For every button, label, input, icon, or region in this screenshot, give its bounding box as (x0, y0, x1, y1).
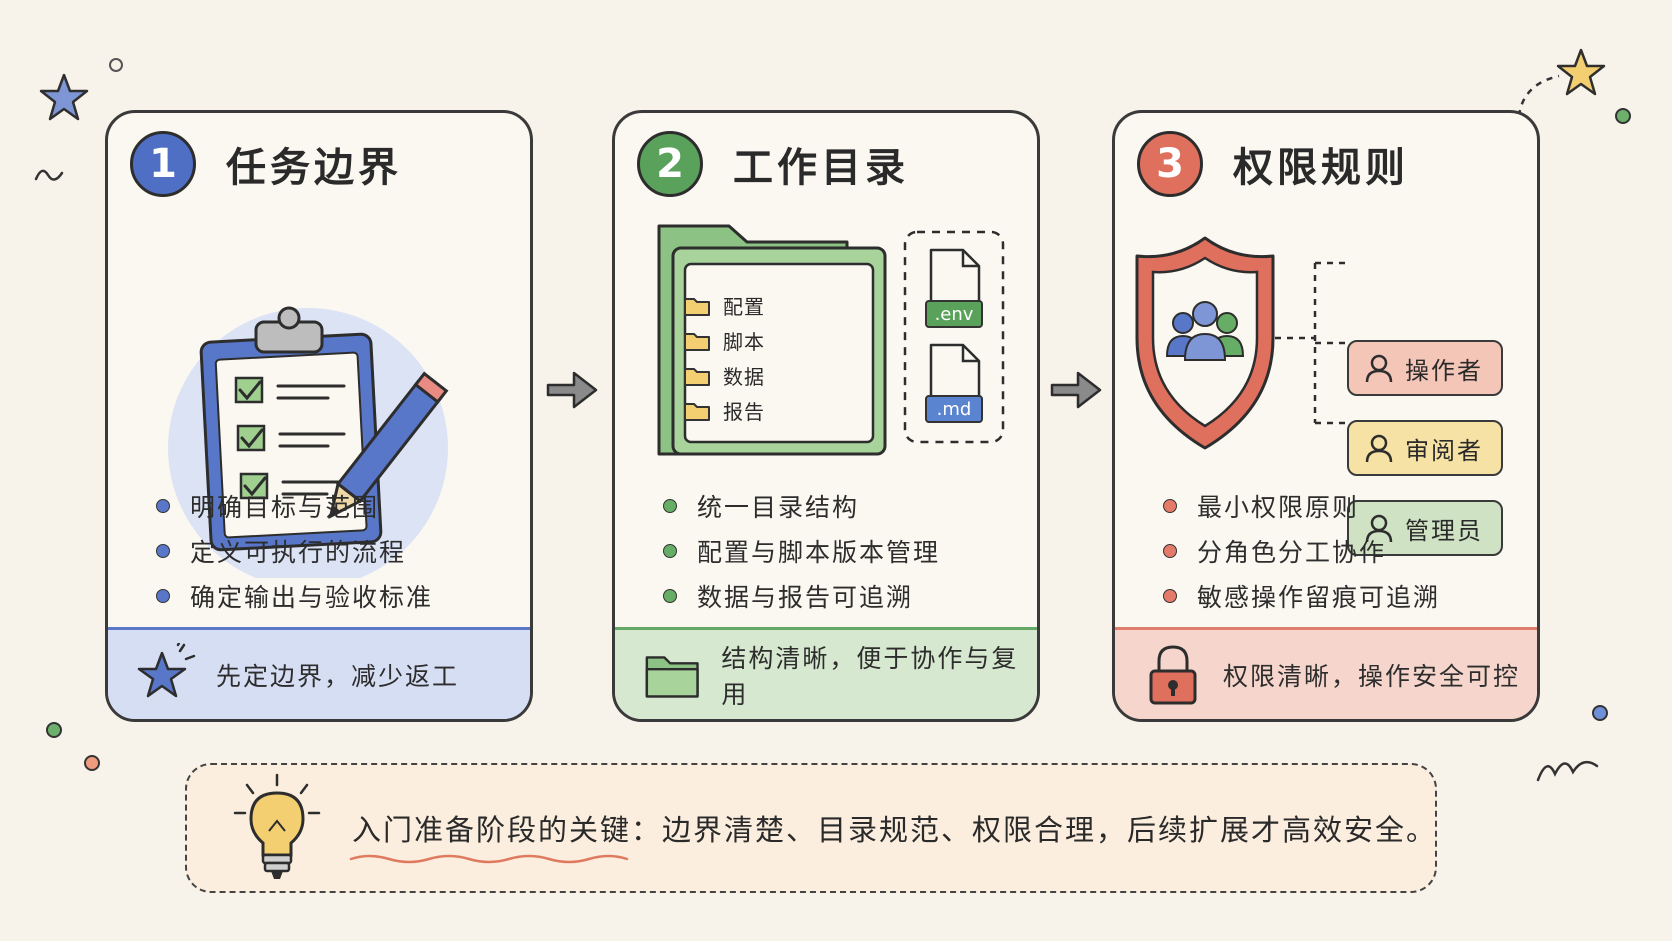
step-number-badge: 1 (130, 131, 196, 197)
bullet-dot (663, 588, 677, 603)
role-reviewer: 审阅者 (1347, 420, 1503, 476)
step-card-permission-rules: 3 权限规则 操作者 审阅者 (1112, 110, 1540, 722)
bullet-list: 统一目录结构 配置与脚本版本管理 数据与报告可追溯 (663, 483, 940, 618)
card-title: 任务边界 (226, 145, 402, 191)
bullet-text: 最小权限原则 (1197, 492, 1360, 522)
footer-text: 先定边界，减少返工 (216, 661, 460, 691)
role-label: 审阅者 (1405, 436, 1483, 465)
permission-illustration: 操作者 审阅者 管理员 (1115, 208, 1537, 578)
md-file-icon: .md (925, 343, 983, 423)
bullet-dot (1163, 543, 1177, 558)
folder-item: 脚本 (683, 323, 765, 358)
file-extension: .md (925, 395, 983, 423)
star-icon (39, 73, 89, 121)
bullet-dot (1163, 498, 1177, 513)
file-extension: .env (925, 300, 983, 328)
bullet-text: 数据与报告可追溯 (697, 582, 914, 612)
padlock-icon (1149, 644, 1197, 704)
step-number-badge: 2 (637, 131, 703, 197)
bullet-text: 定义可执行的流程 (190, 537, 407, 567)
list-item: 分角色分工协作 (1163, 528, 1440, 573)
wave-doodle (1536, 760, 1599, 782)
list-item: 统一目录结构 (663, 483, 940, 528)
folder-list: 配置 脚本 数据 报告 (683, 288, 765, 428)
key-takeaway-banner: 入门准备阶段的关键：边界清楚、目录规范、权限合理，后续扩展才高效安全。 (185, 763, 1437, 893)
card-header: 2 工作目录 (637, 131, 909, 197)
dashed-trail-doodle (1517, 74, 1560, 117)
role-admin: 管理员 (1347, 500, 1503, 556)
bullet-dot (156, 543, 170, 558)
step-card-task-boundary: 1 任务边界 明确目标与范围 定义可执行的流程 确定 (105, 110, 533, 722)
folder-item: 配置 (683, 288, 765, 323)
user-icon (1365, 354, 1393, 383)
squiggle-doodle (34, 169, 64, 181)
card-footer: 结构清晰，便于协作与复用 (615, 627, 1037, 719)
footer-text: 结构清晰，便于协作与复用 (721, 643, 1019, 709)
bullet-dot (663, 498, 677, 513)
env-file-icon: .env (925, 248, 983, 328)
bullet-list: 明确目标与范围 定义可执行的流程 确定输出与验收标准 (156, 483, 433, 618)
squiggle-underline (349, 854, 629, 864)
user-icon (1365, 434, 1393, 463)
folder-label: 脚本 (723, 330, 765, 354)
folder-item: 数据 (683, 358, 765, 393)
folder-icon (684, 332, 710, 351)
bullet-text: 敏感操作留痕可追溯 (1197, 582, 1441, 612)
folder-item: 报告 (683, 393, 765, 428)
bullet-list: 最小权限原则 分角色分工协作 敏感操作留痕可追溯 (1163, 483, 1440, 618)
bullet-text: 明确目标与范围 (190, 492, 380, 522)
bullet-dot (156, 588, 170, 603)
card-header: 1 任务边界 (130, 131, 402, 197)
clipboard-checklist-icon (168, 306, 449, 578)
list-item: 配置与脚本版本管理 (663, 528, 940, 573)
arrow-right-icon (546, 371, 598, 409)
bullet-text: 统一目录结构 (697, 492, 860, 522)
bullet-dot (663, 543, 677, 558)
folder-icon (684, 367, 710, 386)
folder-label: 配置 (723, 295, 765, 319)
card-footer: 权限清晰，操作安全可控 (1115, 627, 1537, 719)
folder-label: 报告 (723, 400, 765, 424)
list-item: 数据与报告可追溯 (663, 573, 940, 618)
dot-doodle-green (1615, 108, 1631, 124)
dot-doodle-green (46, 722, 62, 738)
role-label: 管理员 (1405, 516, 1483, 545)
banner-text: 入门准备阶段的关键：边界清楚、目录规范、权限合理，后续扩展才高效安全。 (352, 813, 1438, 847)
shield-users-icon (1135, 236, 1347, 450)
arrow-right-icon (1050, 371, 1102, 409)
card-footer: 先定边界，减少返工 (108, 627, 530, 719)
folder-label: 数据 (723, 365, 765, 389)
list-item: 敏感操作留痕可追溯 (1163, 573, 1440, 618)
role-label: 操作者 (1405, 356, 1483, 385)
step-number-badge: 3 (1137, 131, 1203, 197)
bullet-text: 确定输出与验收标准 (190, 582, 434, 612)
list-item: 明确目标与范围 (156, 483, 433, 528)
folder-illustration: 配置 脚本 数据 报告 .env .md (615, 208, 1037, 578)
card-header: 3 权限规则 (1137, 131, 1409, 197)
role-operator: 操作者 (1347, 340, 1503, 396)
list-item: 定义可执行的流程 (156, 528, 433, 573)
dot-doodle-orange (84, 755, 100, 771)
star-icon (1556, 48, 1606, 96)
lightbulb-icon (233, 773, 321, 879)
card-title: 工作目录 (733, 145, 909, 191)
bullet-dot (156, 498, 170, 513)
bullet-dot (1163, 588, 1177, 603)
user-icon (1365, 514, 1393, 543)
folder-icon (684, 402, 710, 421)
bullet-text: 配置与脚本版本管理 (697, 537, 941, 567)
star-icon (137, 642, 196, 697)
folder-icon (684, 297, 710, 316)
list-item: 最小权限原则 (1163, 483, 1440, 528)
footer-text: 权限清晰，操作安全可控 (1223, 661, 1521, 691)
bullet-text: 分角色分工协作 (1197, 537, 1387, 567)
folder-icon (657, 224, 1005, 456)
circle-doodle (109, 58, 123, 72)
step-card-work-directory: 2 工作目录 配置 脚本 数据 报告 .env .md 统一目录结构 配置与脚本… (612, 110, 1040, 722)
list-item: 确定输出与验收标准 (156, 573, 433, 618)
folder-icon (645, 655, 699, 698)
dot-doodle-blue (1592, 705, 1608, 721)
card-title: 权限规则 (1233, 145, 1409, 191)
